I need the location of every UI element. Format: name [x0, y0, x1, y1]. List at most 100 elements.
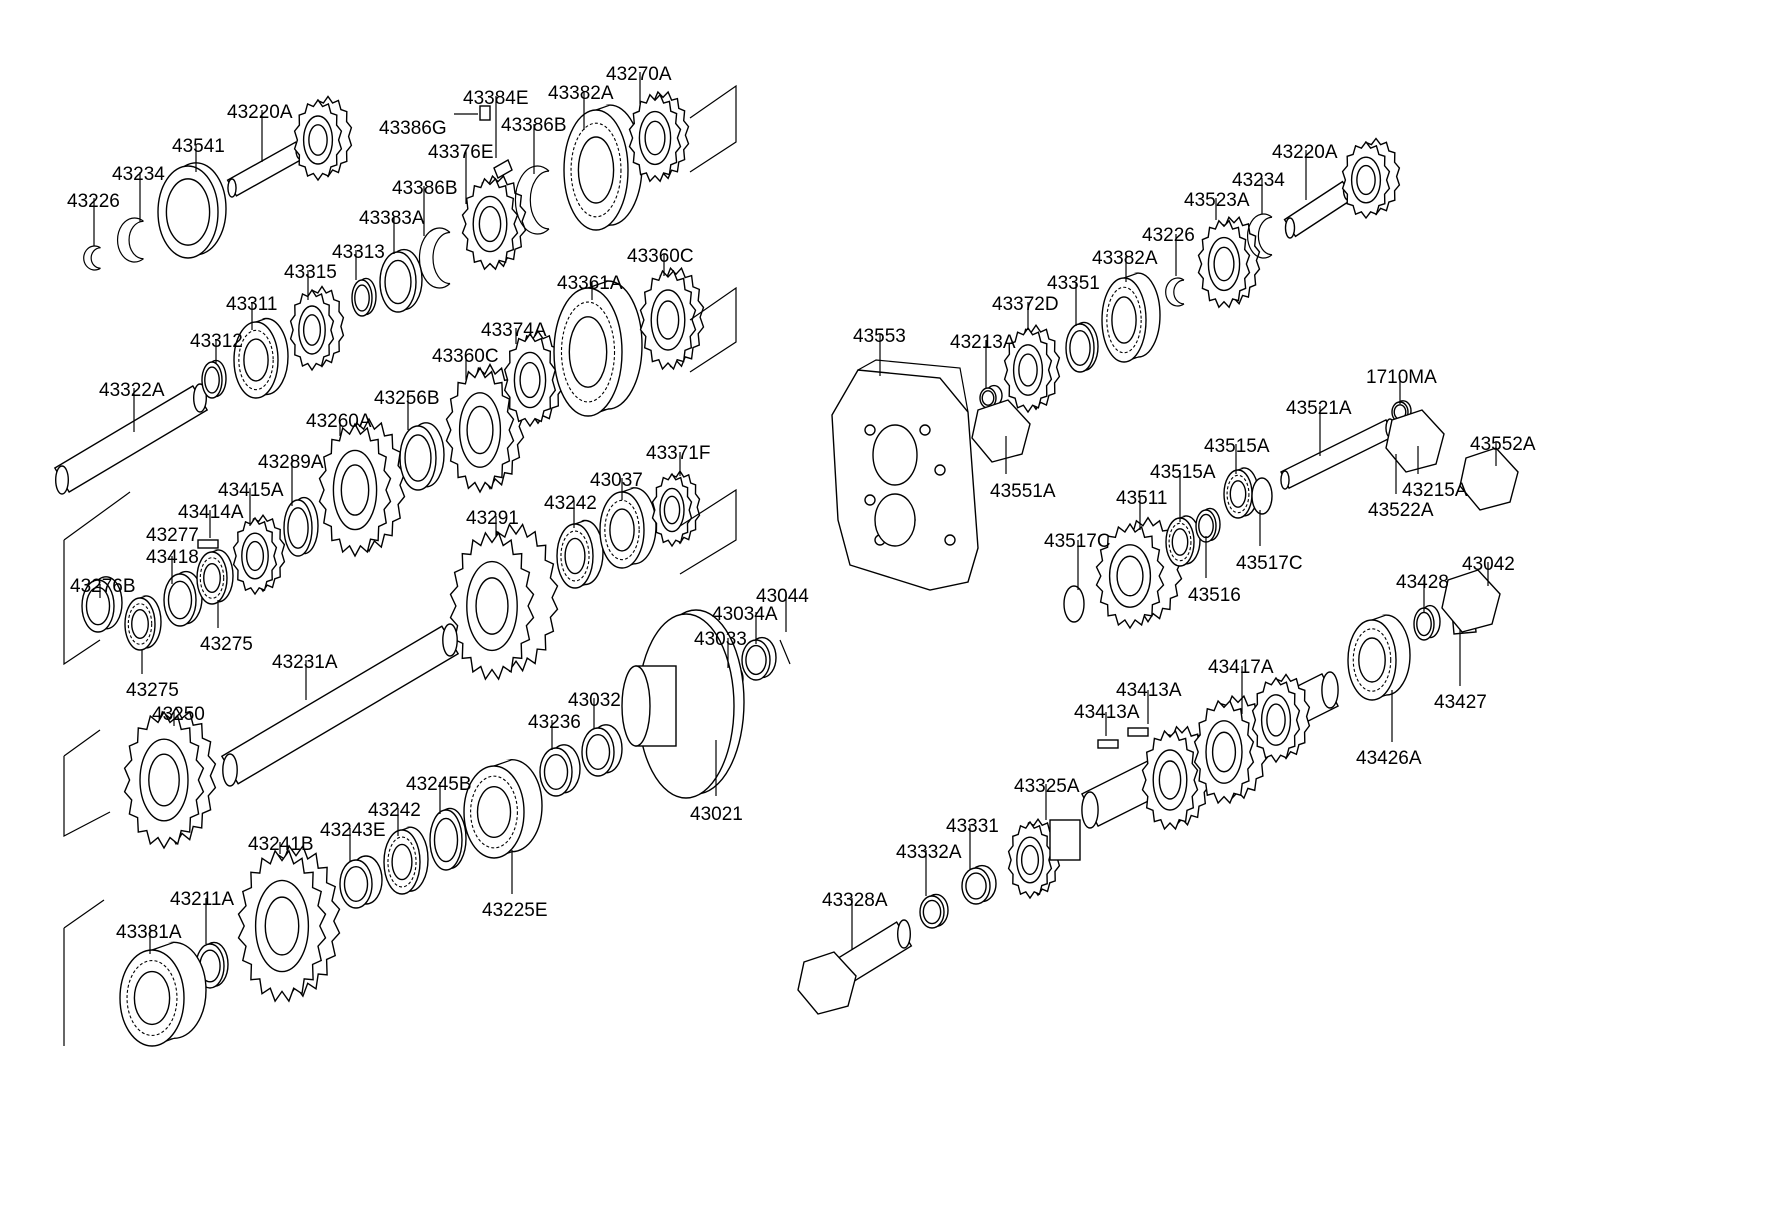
gear-43523A: [1197, 216, 1261, 309]
label-43516: 43516: [1188, 585, 1241, 606]
label-43360c-b: 43360C: [432, 346, 499, 367]
label-43515a-a: 43515A: [1204, 436, 1270, 457]
label-43234-r: 43234: [1232, 170, 1285, 191]
thrust-washer-43517C-upper: [1251, 477, 1273, 515]
synchro-ring-43382A-left: [563, 104, 643, 231]
half-ring-43386B-lower: [418, 227, 451, 289]
label-43289a: 43289A: [258, 452, 324, 473]
gear-43371F: [651, 469, 701, 548]
label-43417a: 43417A: [1208, 657, 1274, 678]
key-43413A-upper: [1127, 727, 1149, 737]
idler-gear-43511: [1095, 516, 1183, 630]
label-43236: 43236: [528, 712, 581, 733]
label-43322a: 43322A: [99, 380, 165, 401]
label-43523a: 43523A: [1184, 190, 1250, 211]
label-43374a: 43374A: [481, 320, 547, 341]
ring-43289A: [283, 496, 319, 557]
synchro-ring-43381A: [119, 941, 207, 1047]
input-gear-43220A-left: [293, 95, 353, 182]
part-number-labels: 43220A43541432344322643386G43384E43376E4…: [67, 64, 1536, 943]
retainer-43541: [157, 162, 227, 259]
label-43541: 43541: [172, 136, 225, 157]
label-43313: 43313: [332, 242, 385, 263]
key-43413A-lower: [1097, 739, 1119, 749]
label-43517c-a: 43517C: [1044, 531, 1111, 552]
key-43277: [197, 539, 219, 549]
assembly-bracket-3: [679, 488, 737, 575]
needle-bearing-43515A-lower: [1165, 515, 1201, 567]
label-43427: 43427: [1434, 692, 1487, 713]
washer-43245B: [429, 807, 467, 871]
label-43511: 43511: [1116, 488, 1167, 509]
bolt-43552A: [1459, 447, 1519, 511]
label-43260a: 43260A: [306, 411, 372, 432]
bolt-43328A: [797, 919, 913, 1015]
spacer-43516: [1195, 507, 1221, 543]
label-43270a: 43270A: [606, 64, 672, 85]
label-43277: 43277: [146, 525, 199, 546]
sleeve-43256B: [399, 422, 445, 491]
label-43426a: 43426A: [1356, 748, 1422, 769]
label-43553: 43553: [853, 326, 906, 347]
gear-43417A-c: [1251, 673, 1311, 764]
label-43386b-b: 43386B: [392, 178, 458, 199]
label-43291: 43291: [466, 508, 519, 529]
label-43231a: 43231A: [272, 652, 338, 673]
synchro-ring-43360C-upper: [639, 266, 705, 371]
label-43428: 43428: [1396, 572, 1449, 593]
spring-43386G: [479, 105, 491, 121]
snap-ring-43234-right: [1246, 213, 1273, 259]
label-43351: 43351: [1047, 273, 1100, 294]
label-43382a-r: 43382A: [1092, 248, 1158, 269]
synchro-assembly-43361A: [553, 280, 643, 417]
label-43250: 43250: [152, 704, 205, 725]
gear-43250: [123, 706, 217, 850]
leader-lines: [93, 72, 1497, 954]
label-43226-r: 43226: [1142, 225, 1195, 246]
key-43384E: [493, 158, 513, 180]
label-43386b-a: 43386B: [501, 115, 567, 136]
bolt-43215A: [1385, 409, 1445, 473]
sleeve-43276B: [81, 576, 123, 633]
label-43042: 43042: [1462, 554, 1515, 575]
label-43552a: 43552A: [1470, 434, 1536, 455]
label-43332a: 43332A: [896, 842, 962, 863]
label-43515a-b: 43515A: [1150, 462, 1216, 483]
label-43521a: 43521A: [1286, 398, 1352, 419]
label-43275-a: 43275: [200, 634, 253, 655]
assembly-bracket-4: [63, 491, 131, 666]
bearing-43311: [233, 317, 289, 399]
gear-43241B: [237, 844, 341, 1003]
snap-ring-43226-left: [83, 245, 101, 271]
idler-shaft-43521A: [1280, 418, 1395, 490]
snap-ring-43234-left: [116, 217, 144, 263]
gear-43325A: [1007, 817, 1061, 900]
gear-43376E: [461, 174, 527, 271]
label-43033: 43033: [694, 629, 747, 650]
label-43044: 43044: [756, 586, 809, 607]
label-43384e: 43384E: [463, 88, 529, 109]
label-43382a-l: 43382A: [548, 83, 614, 104]
label-43413a-a: 43413A: [1116, 680, 1182, 701]
label-43361a: 43361A: [557, 273, 623, 294]
assembly-bracket-2: [689, 286, 737, 373]
label-43386g: 43386G: [379, 118, 447, 139]
label-43383a: 43383A: [359, 208, 425, 229]
label-43418: 43418: [146, 547, 199, 568]
label-43517c-b: 43517C: [1236, 553, 1303, 574]
label-43381a: 43381A: [116, 922, 182, 943]
label-43275-b: 43275: [126, 680, 179, 701]
bearing-43225E: [463, 759, 543, 859]
label-43225e: 43225E: [482, 900, 548, 921]
hub-43374A: [503, 329, 565, 428]
gear-43417A-a: [1141, 725, 1211, 831]
snap-ring-43226-right: [1165, 277, 1185, 307]
label-43220a-l: 43220A: [227, 102, 293, 123]
label-43242-b: 43242: [368, 800, 421, 821]
gear-43260A: [318, 417, 406, 558]
gear-43372D: [1003, 323, 1061, 414]
needle-bearing-43515A-upper: [1223, 467, 1259, 519]
label-43414a: 43414A: [178, 502, 244, 523]
